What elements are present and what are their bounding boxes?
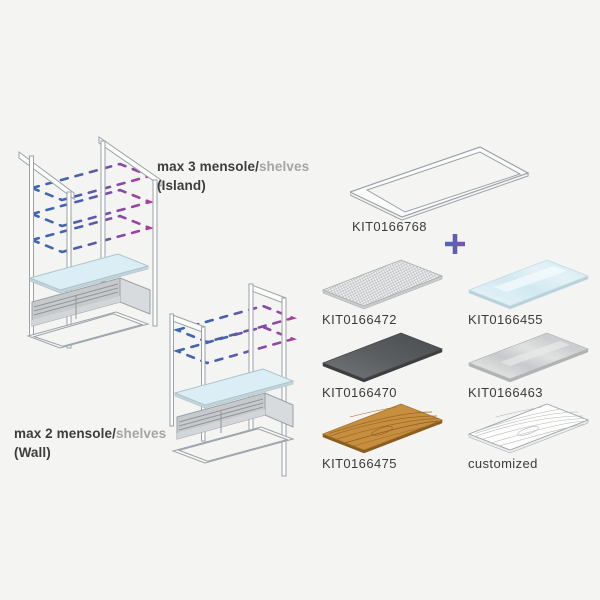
wall-bottom-frame [171, 426, 295, 464]
wall-label: max 2 mensole/shelves (Wall) [14, 424, 166, 462]
shelf-image-wood [321, 403, 444, 454]
wall-label-sub: (Wall) [14, 445, 51, 460]
island-label-secondary: shelves [258, 159, 310, 174]
island-unit-drawing [18, 136, 162, 349]
shelf-option-label: KIT0166472 [322, 312, 397, 327]
shelf-option-tile: KIT0166475 [320, 401, 448, 471]
shelf-option-tile: KIT0166463 [466, 330, 594, 400]
shelf-image-glass [467, 259, 590, 310]
island-label-primary: max 3 mensole/ [157, 159, 259, 174]
wall-hood-body [176, 392, 294, 440]
wall-shelf-position-dashes [172, 304, 298, 365]
wall-left-frame [169, 313, 206, 442]
wall-label-secondary: shelves [115, 426, 167, 441]
shelf-image-brushed-steel [467, 332, 590, 383]
shelf-option-label: KIT0166463 [468, 385, 543, 400]
island-bottom-frame [26, 311, 150, 349]
base-kit-frame-drawing [350, 146, 530, 221]
shelf-option-tile: customized [466, 401, 594, 471]
shelf-option-label: KIT0166470 [322, 385, 397, 400]
island-label: max 3 mensole/shelves (Island) [157, 157, 309, 195]
shelf-image-perforated-mesh [321, 259, 444, 310]
island-label-sub: (Island) [157, 178, 206, 193]
shelf-option-label: KIT0166475 [322, 456, 397, 471]
shelf-option-tile: KIT0166472 [320, 257, 448, 327]
island-hood-body [31, 277, 151, 327]
shelf-image-dark-steel [321, 332, 444, 383]
island-glass-shelf [28, 253, 150, 294]
wall-right-frame [248, 283, 287, 477]
shelf-option-tile: KIT0166470 [320, 330, 448, 400]
wall-glass-shelf [173, 368, 295, 409]
island-ceiling-rails [18, 136, 162, 200]
shelf-option-tile: KIT0166455 [466, 257, 594, 327]
wall-label-primary: max 2 mensole/ [14, 426, 116, 441]
shelf-option-label: KIT0166455 [468, 312, 543, 327]
shelf-image-customized [467, 403, 590, 454]
plus-icon [445, 234, 465, 254]
shelf-option-label: customized [468, 456, 538, 471]
wall-unit-drawing [169, 283, 298, 477]
base-kit-label: KIT0166768 [352, 219, 427, 234]
